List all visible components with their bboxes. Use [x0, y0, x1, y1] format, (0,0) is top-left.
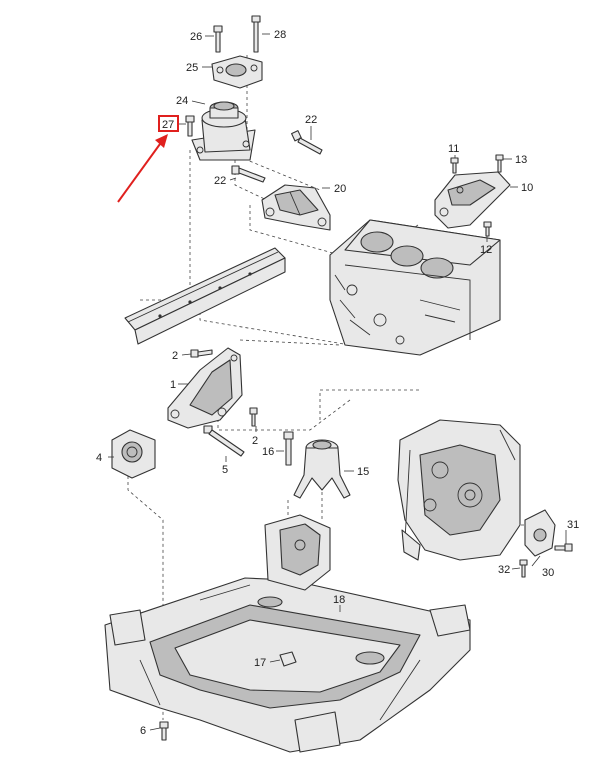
engine-block	[329, 219, 501, 356]
callout-25: 25	[186, 62, 198, 74]
part-20-engine-bracket	[261, 184, 331, 231]
nut-17	[279, 651, 297, 667]
callout-10: 10	[521, 182, 533, 194]
callout-18: 18	[333, 594, 345, 606]
highlight-arrowhead	[155, 134, 168, 148]
part-25-mount-bracket	[211, 55, 263, 89]
part-24-engine-mount	[191, 101, 256, 161]
callout-1: 1	[170, 379, 176, 391]
callout-11: 11	[448, 143, 459, 155]
callout-4: 4	[96, 452, 102, 464]
callout-27: 27	[162, 119, 174, 131]
callout-labels: 26 28 25 24 27 22 22 20 11 13 10 12 2 1 …	[96, 29, 579, 737]
bolt-6	[159, 721, 169, 741]
callout-17: 17	[254, 657, 266, 669]
callout-16: 16	[262, 446, 274, 458]
callout-31: 31	[567, 519, 579, 531]
bolt-13	[495, 154, 504, 173]
bolt-2-upper	[190, 349, 213, 358]
callout-2-lower: 2	[252, 435, 258, 447]
callout-6: 6	[140, 725, 146, 737]
bolt-22-upper	[291, 130, 323, 155]
callout-24: 24	[176, 95, 188, 107]
bolt-31	[554, 543, 573, 552]
gearbox	[397, 419, 521, 561]
part-4-bushing	[111, 429, 156, 479]
bolt-26	[213, 25, 223, 53]
callout-30: 30	[542, 567, 554, 579]
bolt-16	[283, 431, 294, 466]
callout-32: 32	[498, 564, 510, 576]
callout-12: 12	[480, 244, 492, 256]
bolt-2-lower	[249, 407, 258, 427]
highlight-arrow	[117, 143, 161, 203]
callout-22-lower: 22	[214, 175, 226, 187]
callout-2-upper: 2	[172, 350, 178, 362]
part-15-support	[293, 439, 351, 499]
highlight-box	[158, 115, 179, 132]
callout-28: 28	[274, 29, 286, 41]
bolt-22-lower	[231, 165, 266, 183]
bolt-32	[519, 559, 528, 578]
bolt-28	[251, 15, 261, 53]
callout-13: 13	[515, 154, 527, 166]
subframe-support	[264, 514, 331, 591]
bolt-27	[185, 115, 195, 137]
highlight-annotation	[117, 115, 179, 203]
part-30-gearbox-mount	[524, 509, 556, 557]
leader-lines	[108, 33, 567, 731]
part-10-bracket	[434, 171, 511, 229]
part-1-mount-bracket	[167, 347, 243, 429]
bolt-5	[203, 425, 245, 457]
callout-20: 20	[334, 183, 346, 195]
bolt-12	[483, 221, 492, 237]
longitudinal-rail	[124, 247, 286, 345]
bolt-11	[450, 157, 459, 174]
callout-15: 15	[357, 466, 369, 478]
callout-22-upper: 22	[305, 114, 317, 126]
callout-5: 5	[222, 464, 228, 476]
callout-26: 26	[190, 31, 202, 43]
